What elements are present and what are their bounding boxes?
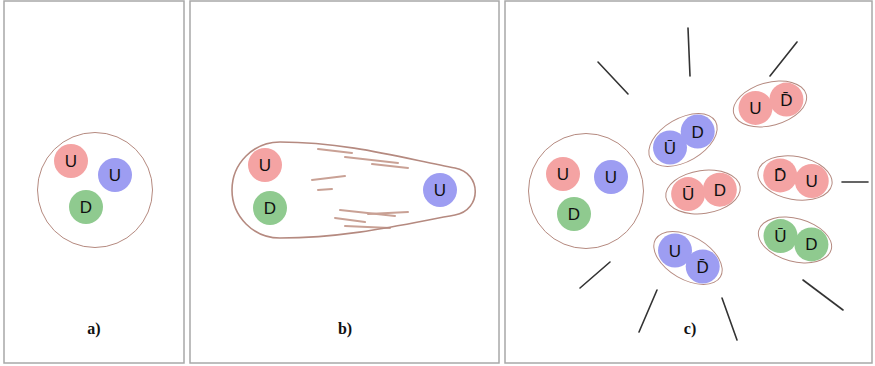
quark-circle: Ū [764, 219, 798, 253]
quark-letter: D [805, 236, 817, 253]
hadron-bag: U U D [528, 133, 644, 249]
meson-ellipse: ŪD [639, 102, 727, 178]
panel-label: c) [684, 320, 696, 338]
quark-circle: U [546, 157, 580, 191]
meson-ellipse: ŪD [753, 209, 838, 271]
quark-letter: U [259, 157, 271, 174]
quark-circle: D [253, 191, 287, 225]
meson-ellipse: U D̄ [644, 220, 732, 296]
quark-letter: U [109, 167, 121, 184]
quark-letter: D [264, 200, 276, 217]
panel-frame [505, 1, 872, 363]
quark-letter: U [65, 153, 77, 170]
panel-frames [4, 1, 872, 363]
quark-letter: Ū [664, 139, 676, 156]
quark-circle: D [794, 227, 828, 261]
quark-circle: U [423, 173, 457, 207]
quark-circle: U [98, 158, 132, 192]
quark-letter: U [669, 242, 681, 259]
quark-letter: D [568, 206, 580, 223]
quark-letter: D̄ [780, 91, 792, 108]
quark-letter: U [557, 166, 569, 183]
panel-frame [190, 1, 499, 363]
quark-circle: D [557, 197, 591, 231]
quark-letter: U [605, 169, 617, 186]
quark-circle: D [681, 115, 715, 149]
quark-letter: D [714, 181, 726, 198]
quark-letter: Ū [774, 228, 786, 245]
quark-circle: U [54, 144, 88, 178]
quark-circle: D̄ [686, 250, 720, 284]
quark-circle: Ū [671, 177, 705, 211]
quark-circle: D̄ [763, 158, 797, 192]
quark-letter: D [692, 123, 704, 140]
quark-circle: D [703, 173, 737, 207]
quark-circle: D̄ [769, 83, 803, 117]
quark-circle: U [594, 160, 628, 194]
hadron-bag-outline [232, 142, 475, 238]
quark-letter: D [80, 199, 92, 216]
panel-frame [4, 1, 184, 363]
quark-letter: Ū [682, 186, 694, 203]
panel-label: b) [338, 320, 352, 338]
quark-letter: D̄ [774, 167, 786, 184]
quark-circle: D [69, 190, 103, 224]
meson-ellipse: U D̄ [728, 73, 813, 135]
quark-letter: U [434, 182, 446, 199]
quark-circle: U [739, 91, 773, 125]
gluon-string [312, 149, 408, 228]
quark-letter: U [806, 172, 818, 189]
meson-ellipse: D̄ U [754, 150, 836, 207]
hadron-bag: U D U [230, 138, 478, 242]
quark-circle: U [248, 148, 282, 182]
meson-ellipse: ŪD [662, 165, 743, 219]
quark-letter: U [749, 99, 761, 116]
panel-label: a) [87, 320, 100, 338]
radiation-lines [580, 28, 868, 340]
quark-circle: U [795, 164, 829, 198]
hadron-bag: UUD [37, 132, 153, 248]
quark-letter: D̄ [697, 258, 709, 275]
